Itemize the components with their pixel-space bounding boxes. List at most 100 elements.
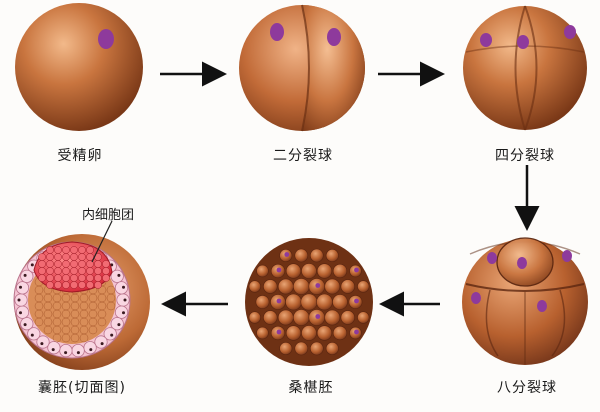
trophoblast-cell xyxy=(83,341,97,355)
icm-cell xyxy=(62,267,70,275)
icm-cell xyxy=(38,274,46,282)
icm-cell xyxy=(78,260,86,268)
icm-cell xyxy=(94,267,102,275)
icm-cell xyxy=(46,253,54,261)
trophoblast-nucleus xyxy=(122,285,125,289)
morula-cell xyxy=(255,295,270,309)
trophoblast-cell xyxy=(14,293,28,307)
icm-cell xyxy=(38,267,46,275)
icm-cell xyxy=(86,267,94,275)
inner-cell-mass-cells xyxy=(38,246,110,289)
trophoblast-cell xyxy=(36,335,50,349)
morula-cell xyxy=(324,309,341,326)
icm-cell xyxy=(86,246,94,254)
morula-cell-nucleus xyxy=(276,298,282,304)
morula-cell xyxy=(332,294,348,310)
icm-cell xyxy=(102,267,110,275)
label-morula: 桑椹胚 xyxy=(288,380,334,396)
morula-cell-nucleus xyxy=(315,283,321,288)
label-eight-cell: 八分裂球 xyxy=(497,380,557,396)
morula-cell xyxy=(340,279,355,294)
icm-cell xyxy=(102,260,110,268)
icm-cell xyxy=(78,281,86,289)
trophoblast-cell xyxy=(20,269,34,283)
morula-cell xyxy=(340,310,355,325)
morula-cell xyxy=(285,325,302,341)
trophoblast-nucleus xyxy=(19,311,22,315)
morula-cell xyxy=(309,248,324,263)
icm-cell xyxy=(54,281,62,289)
trophoblast-cell xyxy=(27,327,41,341)
icm-cell xyxy=(62,253,70,261)
trophoblast-nucleus xyxy=(40,342,44,346)
trophoblast-nucleus xyxy=(100,342,104,346)
trophoblast-nucleus xyxy=(51,348,55,352)
trophoblast-cell xyxy=(116,293,130,307)
callout-inner-cell-mass: 内细胞团 xyxy=(82,208,135,223)
trophoblast-nucleus xyxy=(64,351,68,355)
morula-cell xyxy=(316,293,333,311)
two-cell-embryo xyxy=(239,4,365,132)
morula-cell xyxy=(285,293,302,311)
icm-cell xyxy=(86,274,94,282)
morula-cell-nucleus xyxy=(276,267,282,273)
icm-cell xyxy=(94,260,102,268)
icm-cell xyxy=(86,253,94,261)
eight-cell-embryo xyxy=(462,237,588,365)
morula-cell-nucleus xyxy=(284,252,290,257)
icm-cell xyxy=(62,274,70,282)
morula-cell xyxy=(277,309,294,326)
trophoblast-cell xyxy=(103,327,117,341)
icm-cell xyxy=(38,260,46,268)
morula-cell xyxy=(292,309,310,326)
trophoblast-nucleus xyxy=(89,348,93,352)
trophoblast-nucleus xyxy=(17,298,21,302)
icm-cell xyxy=(54,253,62,261)
blastocoel-cell xyxy=(88,325,98,335)
blastocoel-cell xyxy=(70,333,80,343)
icm-cell xyxy=(70,246,78,254)
two-cell-nucleus-left xyxy=(270,23,284,41)
morula-cell xyxy=(324,278,341,295)
trophoblast-cell xyxy=(47,341,61,355)
morula-cell-nucleus xyxy=(354,267,359,273)
morula-cell xyxy=(332,263,348,279)
morula-cell xyxy=(263,279,278,294)
blastocoel-cell xyxy=(34,317,44,327)
morula-cell xyxy=(292,278,310,295)
morula-cell xyxy=(263,310,278,325)
trophoblast-nucleus xyxy=(123,298,127,302)
icm-cell xyxy=(102,274,110,282)
icm-cell xyxy=(62,246,70,254)
icm-cell xyxy=(46,274,54,282)
trophoblast-cell xyxy=(15,281,30,295)
trophoblast-cell xyxy=(15,305,30,319)
trophoblast-cell xyxy=(110,317,124,331)
morula-cell xyxy=(301,263,317,279)
morula-cell xyxy=(300,293,318,311)
morula-cell xyxy=(279,341,293,355)
morula-cell xyxy=(285,263,302,279)
icm-cell xyxy=(78,253,86,261)
morula-cell xyxy=(248,280,261,293)
icm-cell xyxy=(86,281,94,289)
blastocoel-cell xyxy=(97,317,107,327)
morula-cell xyxy=(256,264,269,278)
morula-cell xyxy=(325,249,339,263)
trophoblast-nucleus xyxy=(117,323,121,327)
morula-cell xyxy=(248,311,261,324)
morula-cell xyxy=(294,341,309,356)
morula-cell xyxy=(294,248,309,263)
trophoblast-cell xyxy=(71,343,85,358)
trophoblast-cell xyxy=(94,335,108,349)
trophoblast-nucleus xyxy=(23,323,27,327)
morula-cell-nucleus xyxy=(354,329,359,335)
icm-cell xyxy=(46,246,54,254)
trophoblast-nucleus xyxy=(76,351,80,355)
blastocoel-cell xyxy=(106,301,116,311)
zygote-cell xyxy=(15,3,143,131)
four-cell-embryo xyxy=(463,5,587,131)
callout-leader-line xyxy=(91,220,113,263)
morula-cell-nucleus xyxy=(276,329,282,335)
